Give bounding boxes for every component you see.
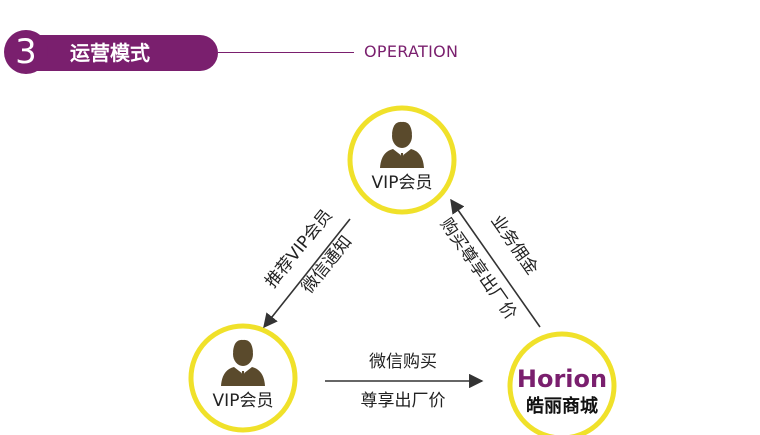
title-bar [26, 35, 218, 71]
section-number-badge: 3 [4, 30, 48, 74]
node-top-label: VIP会员 [372, 173, 433, 193]
node-left-label: VIP会员 [213, 391, 274, 411]
edge-right-label-1: 业务佣金 [486, 212, 541, 279]
node-left-vip: VIP会员 [188, 323, 298, 433]
section-subtitle-en: OPERATION [364, 42, 459, 61]
brand-name: 皓丽商城 [526, 395, 598, 417]
node-right-brand: Horion 皓丽商城 [507, 331, 617, 435]
section-header: 3 运营模式 OPERATION [0, 0, 760, 80]
brand-logo: Horion [517, 365, 607, 393]
edge-bottom-label-2: 尊享出厂价 [361, 391, 446, 411]
arrow-top-to-left [263, 218, 351, 329]
arrow-right-to-top [450, 198, 541, 328]
edge-bottom-label-1: 微信购买 [369, 352, 437, 372]
node-top-vip: VIP会员 [347, 105, 457, 215]
section-title: 运营模式 [70, 41, 150, 65]
title-divider-line [218, 52, 354, 53]
node-right-ring [507, 331, 617, 435]
